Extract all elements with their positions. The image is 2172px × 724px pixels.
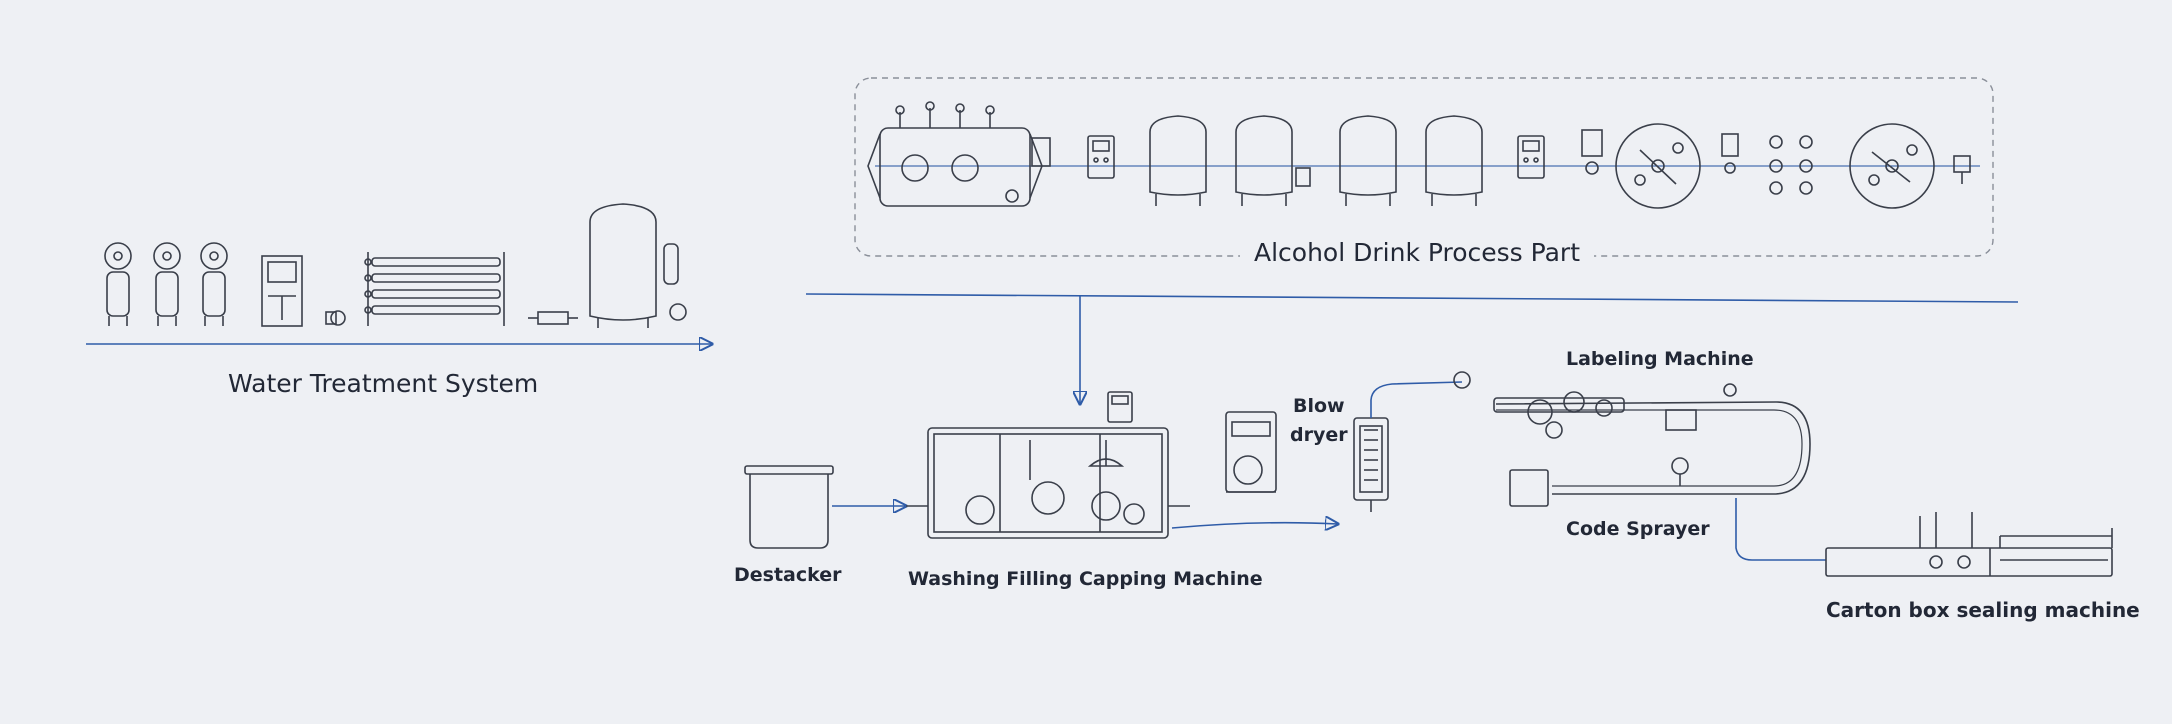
labeler-conveyor-loop (1495, 401, 1811, 495)
reverse-osmosis-membranes (364, 252, 505, 326)
labeling-machine (1453, 371, 1737, 439)
destacker-machine (744, 465, 834, 549)
storage-tank-2 (1235, 115, 1311, 206)
water-control-cabinet (261, 255, 303, 327)
sprayer-to-sealer-line (1735, 498, 1826, 561)
pure-water-tank (589, 203, 687, 328)
washing-filling-capping-machine (906, 391, 1190, 539)
cap-feeder (1225, 411, 1277, 493)
labeling-machine-label: Labeling Machine (1566, 348, 1754, 370)
round-vessel-1 (1615, 123, 1701, 209)
filter-unit-1 (1581, 129, 1603, 175)
water-treatment-group (86, 203, 712, 344)
inline-filter (528, 311, 578, 325)
main-supply-line (805, 293, 2019, 303)
water-pump (325, 310, 346, 326)
water-treatment-label: Water Treatment System (228, 369, 539, 398)
labeler-conveyor-loop-inner (1496, 409, 1803, 487)
storage-tank-3 (1339, 115, 1397, 206)
outlet-valve (1953, 155, 1971, 184)
alcohol-process-label: Alcohol Drink Process Part (1240, 238, 1595, 267)
blow-dryer-label: Blow dryer (1290, 392, 1348, 450)
filter-vessel-2 (153, 242, 181, 326)
dryer-to-labeler-line (1370, 381, 1463, 418)
valve-assembly-1 (1721, 133, 1739, 174)
carton-box-sealing-machine (1825, 512, 2113, 577)
destacker-label: Destacker (734, 564, 842, 586)
control-panel-2 (1517, 135, 1545, 179)
blow-dryer-label-line2: dryer (1290, 424, 1348, 446)
storage-tank-1 (1149, 115, 1207, 206)
filter-vessel-3 (200, 242, 228, 326)
control-panel-1 (1087, 135, 1115, 179)
storage-tank-4 (1425, 115, 1483, 206)
carton-sealing-label: Carton box sealing machine (1826, 598, 2140, 622)
blow-dryer-label-line1: Blow (1293, 395, 1345, 417)
washer-to-dryer-line (1171, 523, 1338, 528)
blow-dryer (1353, 417, 1389, 512)
mixing-tank-horizontal (867, 101, 1051, 207)
code-sprayer-label: Code Sprayer (1566, 518, 1710, 540)
round-vessel-2 (1849, 123, 1935, 209)
filter-vessel-1 (104, 242, 132, 326)
alcohol-process-dashed-box (854, 77, 1994, 257)
washing-filling-capping-label: Washing Filling Capping Machine (908, 568, 1263, 590)
alcohol-process-group (854, 77, 1994, 257)
valve-assembly-2 (1769, 135, 1813, 195)
code-sprayer (1509, 457, 1689, 507)
